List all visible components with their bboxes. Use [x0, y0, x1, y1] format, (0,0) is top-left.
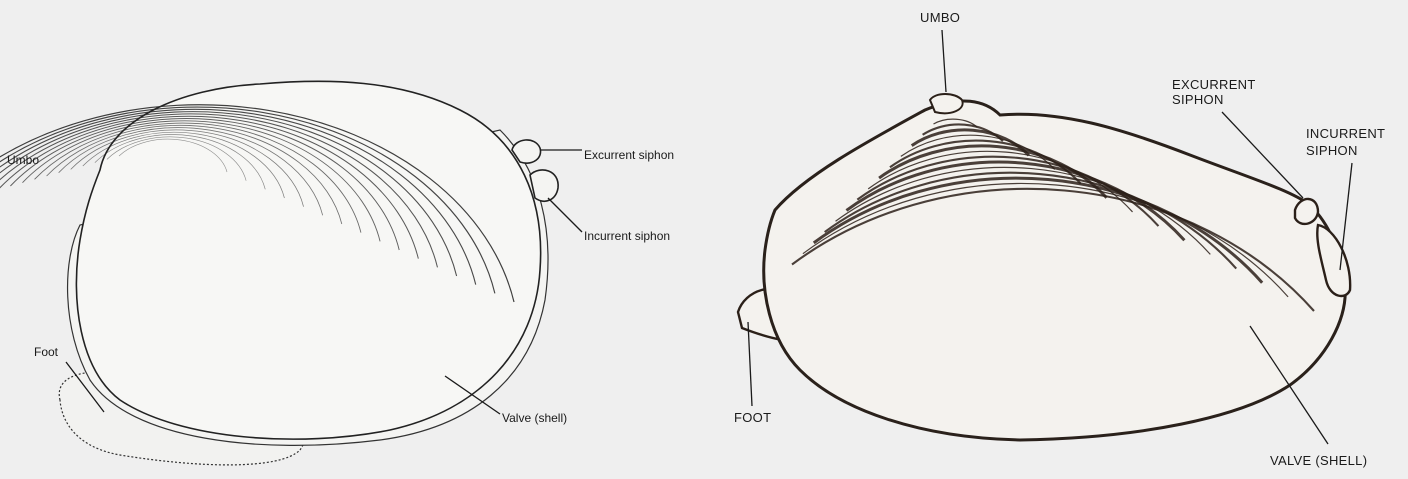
right-clam-drawing: [738, 94, 1350, 440]
right-label-excurrent-line1: EXCURRENT: [1172, 77, 1256, 92]
right-umbo-knob: [930, 94, 963, 113]
left-label-umbo: Umbo: [7, 153, 39, 167]
right-leader-umbo: [942, 30, 946, 92]
right-label-excurrent-line2: SIPHON: [1172, 92, 1224, 107]
right-label-incurrent-line2: SIPHON: [1306, 143, 1358, 158]
right-valve-shape: [764, 101, 1345, 440]
left-leader-incurrent: [548, 198, 582, 232]
right-leader-foot: [748, 322, 752, 406]
left-label-foot: Foot: [34, 345, 59, 359]
left-incurrent-siphon-shape: [530, 170, 558, 201]
left-label-valve: Valve (shell): [502, 411, 567, 425]
right-label-foot: FOOT: [734, 410, 771, 425]
left-label-excurrent: Excurrent siphon: [584, 148, 674, 162]
left-clam-drawing: [0, 81, 558, 465]
right-leader-incurrent: [1340, 163, 1352, 270]
right-label-umbo: UMBO: [920, 10, 960, 25]
right-excurrent-siphon-shape: [1295, 199, 1318, 224]
right-label-valve: VALVE (SHELL): [1270, 453, 1367, 468]
left-label-incurrent: Incurrent siphon: [584, 229, 670, 243]
right-label-incurrent-line1: INCURRENT: [1306, 126, 1385, 141]
